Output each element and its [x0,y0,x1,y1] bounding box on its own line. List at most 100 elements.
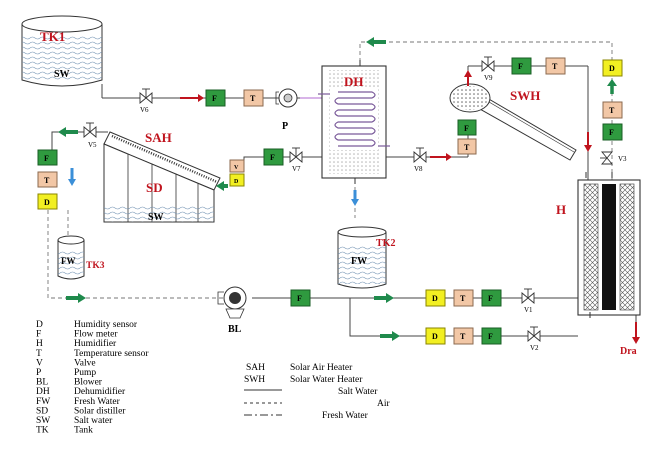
svg-text:T: T [250,94,256,103]
tank-tk2: TK2 FW [337,226,395,289]
legend-code-h: H [36,339,43,349]
legend-desc-fw: Fresh Water [74,397,121,407]
swh-inlet-arrowhead [446,153,452,161]
legend-desc-bl: Blower [74,378,103,388]
valve-v6-label: V6 [140,106,149,114]
svg-text:F: F [518,62,523,71]
legend-sah-desc: Solar Air Heater [290,363,353,373]
svg-text:T: T [460,332,466,341]
sd-label: SD [146,180,163,195]
svg-text:F: F [270,153,275,162]
temp-sensor-right: T [602,101,623,119]
humidifier: H [556,172,641,318]
legend-code-t: T [36,349,42,359]
humidity-sensor-row2: D [425,327,446,345]
temp-sensor-top-right: T [545,57,566,75]
svg-text:D: D [234,179,239,185]
pump-label: P [282,121,288,132]
legend-sah-code: SAH [246,363,265,373]
svg-text:D: D [432,332,438,341]
temp-sensor-row1: T [453,289,474,307]
valve-v5-label: V5 [88,141,97,149]
valve-v1-label: V1 [524,306,533,314]
legend-desc-d: Humidity sensor [74,320,138,330]
legend-code-fw: FW [36,397,50,407]
swh-outlet-arrowhead [464,70,472,77]
legend-code-f: F [36,330,41,340]
tank-tk1: TK1 SW [21,15,103,87]
svg-text:T: T [44,176,50,185]
legend-air-label: Air [377,399,391,409]
flow-meter-left: F [37,149,58,166]
humidity-sensor-row1: D [425,289,446,307]
solar-water-heater: SWH [449,83,577,161]
solar-distiller: SD SW [103,143,215,223]
legend-code-p: P [36,368,41,378]
temp-sensor-swh: T [457,138,477,155]
svg-text:D: D [44,198,50,207]
svg-text:T: T [552,62,558,71]
legend-lines: SAH Solar Air Heater SWH Solar Water Hea… [244,363,391,421]
flow-meter-row2: F [481,327,502,345]
valve-v7-label: V7 [292,165,301,173]
legend-desc-h: Humidifier [74,338,117,349]
humidity-sensor-left: D [37,193,58,210]
legend-code-dh: DH [36,387,50,397]
valve-v9-label: V9 [484,74,493,82]
svg-text:V: V [234,165,239,171]
temp-sensor-left: T [37,171,58,188]
valve-v1[interactable]: V1 [521,288,535,314]
humidity-sensor-right: D [602,59,623,77]
tk3-label: TK3 [86,261,105,271]
temp-sensor-top: T [243,89,264,107]
blower: BL [217,286,247,335]
pump: P [275,88,298,132]
salt-flow-arrowhead [198,94,204,102]
valve-v3[interactable]: V3 [600,151,627,165]
valve-v9[interactable]: V9 [481,56,495,82]
svg-text:D: D [609,64,615,73]
svg-text:F: F [488,332,493,341]
svg-text:F: F [212,94,217,103]
legend-desc-tk: Tank [74,426,93,436]
valve-v2[interactable]: V2 [527,326,541,352]
sd-water-label: SW [148,212,164,223]
svg-text:F: F [44,154,49,163]
legend-desc-dh: Dehumidifier [74,386,126,397]
flow-meter-top-right: F [511,57,532,75]
svg-text:T: T [609,106,615,115]
valve-v8-label: V8 [414,165,423,173]
legend-swh-desc: Solar Water Heater [290,375,363,385]
valve-v6[interactable]: V6 [139,88,153,114]
flow-meter-swh: F [457,119,477,136]
svg-text:F: F [297,294,302,303]
legend-code-sd: SD [36,406,48,416]
legend-code-bl: BL [36,378,48,388]
legend-desc-v: Valve [74,358,96,368]
legend-desc-p: Pump [74,368,96,378]
h-label: H [556,202,566,217]
legend-desc-sw: Salt water [74,416,113,426]
flow-meter-sah: F [263,148,284,166]
svg-text:F: F [464,124,469,133]
flow-meter-blower: F [290,289,311,307]
legend-code-d: D [36,320,43,330]
legend-code-sw: SW [36,416,50,426]
legend-code-tk: TK [36,426,49,436]
valve-v2-label: V2 [530,344,539,352]
sah-label: SAH [145,130,172,145]
svg-text:T: T [464,143,470,152]
svg-text:F: F [609,128,614,137]
legend-code-v: V [36,358,43,368]
tk3-contents-label: FW [61,256,76,266]
dh-label: DH [344,74,364,89]
valve-v5[interactable]: V5 [83,122,97,149]
valve-v8[interactable]: V8 [413,147,427,173]
dehumidifier: DH [318,60,390,184]
svg-text:F: F [488,294,493,303]
swh-label: SWH [510,88,540,103]
valve-v7[interactable]: V7 [289,147,303,173]
tk2-contents-label: FW [351,256,367,267]
legend-fresh-label: Fresh Water [322,411,369,421]
